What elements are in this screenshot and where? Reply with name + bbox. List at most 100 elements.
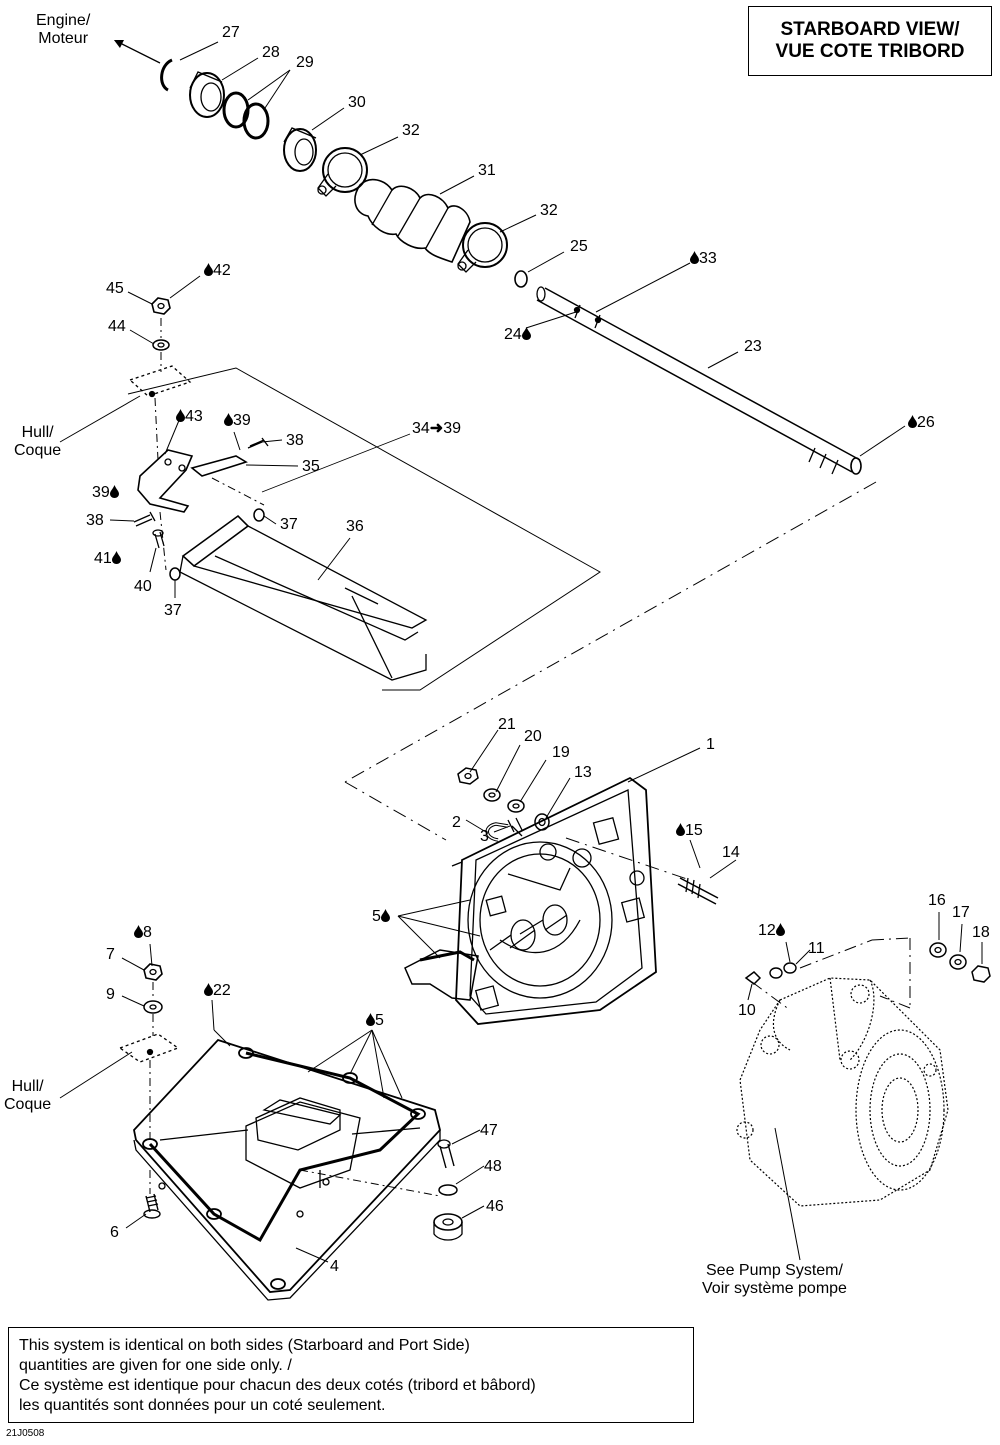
grease-drop-icon: [908, 415, 917, 428]
engine-arrow: [113, 39, 161, 64]
hull-dash-upper: [154, 318, 162, 461]
callout-16: 16: [928, 892, 946, 909]
callout-46: 46: [486, 1198, 504, 1215]
hull-label-lower: Hull/Coque: [4, 1078, 52, 1113]
dash-links-right: [751, 937, 911, 1011]
callout-32-lower: 32: [540, 202, 558, 219]
note-line-1: This system is identical on both sides (…: [19, 1337, 470, 1354]
boot-31: [354, 178, 471, 263]
dash-links-mid: [159, 477, 265, 571]
callout-34-39: 34➜39: [412, 420, 461, 437]
washers-16-18: [929, 942, 991, 983]
trim-plate-36: [179, 514, 428, 681]
callout-2: 2: [452, 814, 461, 831]
callout-40: 40: [134, 578, 152, 595]
engine-label: Engine/Moteur: [36, 12, 91, 47]
see-pump-system-label: See Pump System/Voir système pompe: [702, 1262, 847, 1297]
callout-38-upper: 38: [286, 432, 304, 449]
note-line-4: les quantités sont données pour un coté …: [19, 1397, 386, 1414]
callout-42: 42: [204, 262, 231, 280]
nut-37-lower: [169, 567, 181, 581]
leader-lines-right: [747, 912, 983, 1261]
callout-30: 30: [348, 94, 366, 111]
ring-25: [514, 270, 528, 288]
note-line-2: quantities are given for one side only. …: [19, 1357, 292, 1374]
nut-7: [143, 963, 163, 981]
washer-20: [483, 788, 501, 802]
callout-31: 31: [478, 162, 496, 179]
callout-36: 36: [346, 518, 364, 535]
callout-12: 12: [758, 922, 785, 940]
hull-label-upper: Hull/Coque: [14, 424, 62, 459]
seal-5-loop: [148, 1051, 421, 1243]
callout-24: 24: [504, 326, 531, 344]
callout-25: 25: [570, 238, 588, 255]
callout-17: 17: [952, 904, 970, 921]
dash-frame-pump: [344, 481, 877, 881]
washers-10-12: [744, 962, 797, 985]
grease-drop-icon: [111, 551, 121, 564]
grommet-46: [433, 1213, 463, 1241]
grease-drop-icon: [676, 823, 685, 836]
seal-carrier-28: [189, 71, 225, 118]
callout-48: 48: [484, 1158, 502, 1175]
callout-29: 29: [296, 54, 314, 71]
callout-37-lower: 37: [164, 602, 182, 619]
hull-dash-lower: [149, 982, 441, 1197]
grease-drop-icon: [224, 413, 233, 426]
note-line-3: Ce système est identique pour chacun des…: [19, 1377, 536, 1394]
leader-lines-lower: [59, 943, 485, 1263]
callout-43: 43: [176, 408, 203, 426]
grease-drop-icon: [380, 909, 390, 922]
leader-lines-top: [179, 41, 906, 457]
callout-9: 9: [106, 986, 115, 1003]
callout-35: 35: [302, 458, 320, 475]
seal-5-rings: [142, 1047, 426, 1290]
grease-drop-icon: [366, 1013, 375, 1026]
callout-7: 7: [106, 946, 115, 963]
callout-33: 33: [690, 250, 717, 268]
callout-15: 15: [676, 822, 703, 840]
callout-23: 23: [744, 338, 762, 355]
washer-44: [152, 339, 170, 351]
callout-4: 4: [330, 1258, 339, 1275]
grease-drop-icon: [204, 983, 213, 996]
plate-4: [133, 1038, 441, 1301]
drive-shaft-23: [536, 286, 862, 475]
callout-8: 8: [134, 924, 152, 942]
ring-30: [283, 127, 317, 172]
callout-13: 13: [574, 764, 592, 781]
grease-drop-icon: [176, 409, 185, 422]
leader-lines-left: [59, 275, 411, 598]
hose-2: [485, 822, 509, 842]
washer-13: [534, 813, 550, 831]
callout-19: 19: [552, 744, 570, 761]
washer-9: [143, 1000, 163, 1014]
view-title-en: STARBOARD VIEW/: [780, 19, 960, 40]
screw-38-lower: [133, 511, 156, 527]
callout-45: 45: [106, 280, 124, 297]
callout-11: 11: [808, 940, 825, 957]
callout-21: 21: [498, 716, 516, 733]
callout-20: 20: [524, 728, 542, 745]
callout-27: 27: [222, 24, 240, 41]
o-rings-29: [222, 91, 270, 140]
callout-18: 18: [972, 924, 990, 941]
callout-26: 26: [908, 414, 935, 432]
callout-10: 10: [738, 1002, 756, 1019]
callout-5-center: 5: [372, 908, 390, 926]
arrow-right-icon: ➜: [429, 420, 444, 437]
callout-41: 41: [94, 550, 121, 568]
grease-drop-icon: [775, 923, 785, 936]
nut-45: [151, 297, 171, 315]
snap-ring-27: [160, 58, 173, 92]
lever-35: [190, 455, 248, 477]
bolt-47: [437, 1139, 455, 1169]
callout-14: 14: [722, 844, 740, 861]
stud-14: [677, 877, 719, 905]
callout-38-lower: 38: [86, 512, 104, 529]
hull-plate-lower: [118, 1033, 180, 1063]
leader-lines-center: [397, 729, 737, 959]
